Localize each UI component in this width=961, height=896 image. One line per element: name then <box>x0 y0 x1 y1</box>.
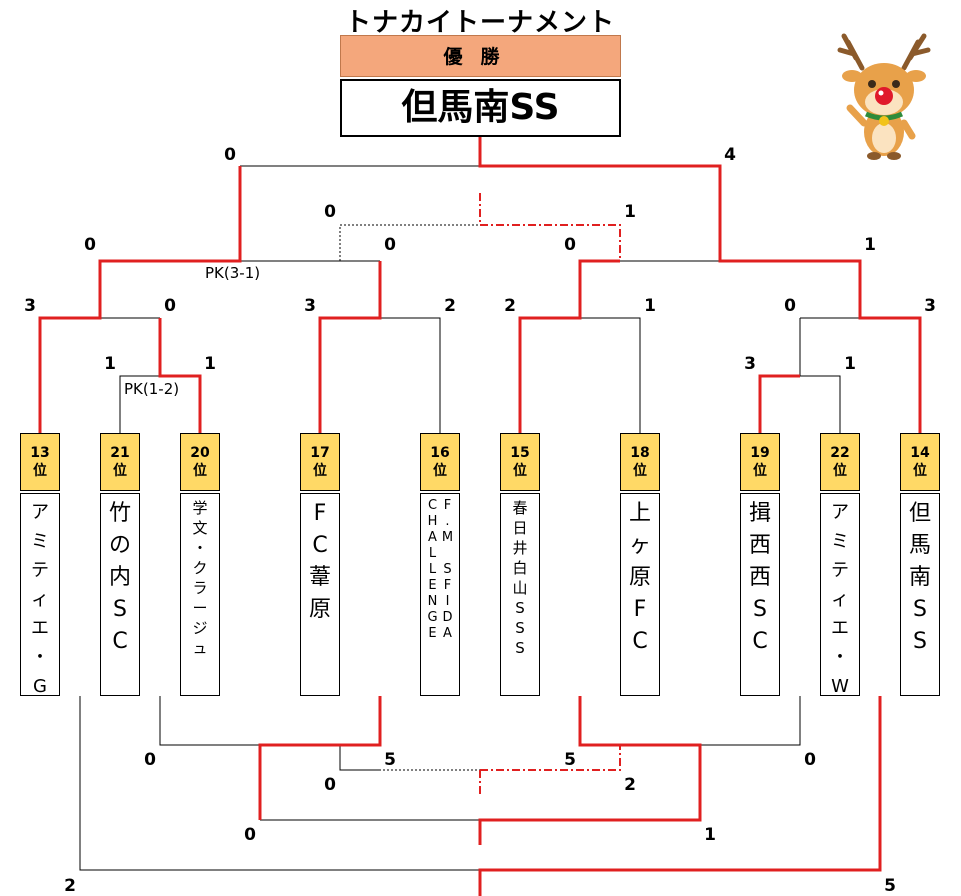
team-name-text: アミティエ・W <box>830 498 850 695</box>
pk-label: PK(3-1) <box>205 265 260 281</box>
team-name-text: CHALLENGE <box>425 498 440 695</box>
rank-text: 位 <box>193 462 207 480</box>
score-label: 0 <box>558 236 582 254</box>
score-label: 0 <box>318 203 342 221</box>
score-label: 5 <box>378 751 402 769</box>
team-name: アミティエ・G <box>20 493 60 696</box>
score-label: 0 <box>318 776 342 794</box>
team-name-text: 学文・クラージュ <box>192 498 208 695</box>
team-name-text: F.M SFIDA <box>440 498 455 695</box>
pk-label: PK(1-2) <box>124 381 179 397</box>
score-label: 3 <box>18 297 42 315</box>
team-name: 学文・クラージュ <box>180 493 220 696</box>
score-label: 0 <box>78 236 102 254</box>
score-label: 1 <box>838 355 862 373</box>
rank-text: 14 <box>910 444 929 462</box>
rank-text: 位 <box>833 462 847 480</box>
score-label: 0 <box>238 826 262 844</box>
rank-text: 16 <box>430 444 449 462</box>
score-label: 0 <box>778 297 802 315</box>
rank-text: 21 <box>110 444 129 462</box>
score-label: 1 <box>698 826 722 844</box>
score-label: 2 <box>58 877 82 895</box>
score-label: 5 <box>878 877 902 895</box>
score-label: 2 <box>498 297 522 315</box>
score-label: 0 <box>378 236 402 254</box>
score-label: 2 <box>618 776 642 794</box>
score-label: 0 <box>138 751 162 769</box>
score-label: 1 <box>858 236 882 254</box>
team-name: アミティエ・W <box>820 493 860 696</box>
rank-text: 位 <box>913 462 927 480</box>
score-label: 3 <box>918 297 942 315</box>
rank-text: 位 <box>33 462 47 480</box>
score-label: 4 <box>718 146 742 164</box>
rank-text: 位 <box>313 462 327 480</box>
rank-text: 22 <box>830 444 849 462</box>
score-label: 3 <box>298 297 322 315</box>
score-label: 0 <box>798 751 822 769</box>
score-label: 1 <box>618 203 642 221</box>
score-label: 2 <box>438 297 462 315</box>
rank-text: 13 <box>30 444 49 462</box>
rank-text: 位 <box>753 462 767 480</box>
rank-text: 位 <box>113 462 127 480</box>
rank-text: 17 <box>310 444 329 462</box>
score-label: 3 <box>738 355 762 373</box>
rank-text: 位 <box>633 462 647 480</box>
score-label: 1 <box>638 297 662 315</box>
score-label: 1 <box>98 355 122 373</box>
score-label: 5 <box>558 751 582 769</box>
score-label: 0 <box>158 297 182 315</box>
score-label: 0 <box>218 146 242 164</box>
rank-text: 18 <box>630 444 649 462</box>
rank-text: 位 <box>513 462 527 480</box>
reindeer-icon <box>832 28 937 163</box>
rank-text: 位 <box>433 462 447 480</box>
score-label: 1 <box>198 355 222 373</box>
rank-text: 19 <box>750 444 769 462</box>
rank-text: 20 <box>190 444 209 462</box>
team-name-text: アミティエ・G <box>30 498 50 695</box>
rank-text: 15 <box>510 444 529 462</box>
